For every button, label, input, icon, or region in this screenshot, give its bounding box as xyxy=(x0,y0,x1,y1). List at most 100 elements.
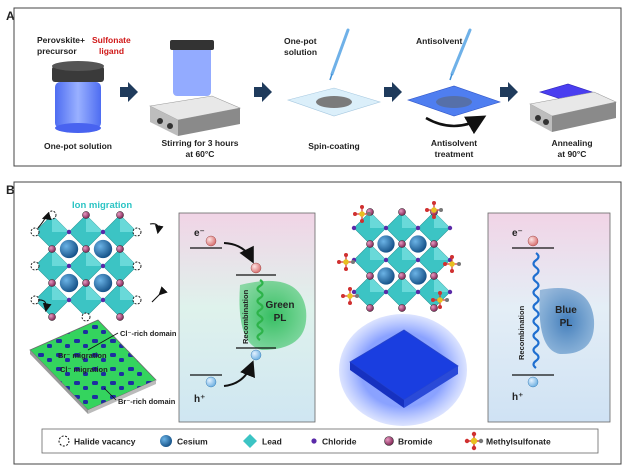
oxygen-atom xyxy=(450,269,454,273)
oxygen-atom xyxy=(450,255,454,259)
methyl-carbon xyxy=(439,208,443,212)
lead-octahedron-face xyxy=(402,212,418,228)
bromide-atom xyxy=(366,304,374,312)
bromide-atom xyxy=(366,272,374,280)
chloride-atom xyxy=(415,257,421,263)
methylsulfonate-icon xyxy=(464,431,484,451)
methyl-carbon xyxy=(351,260,355,264)
step-label: Annealing xyxy=(551,138,592,148)
oxygen-atom xyxy=(443,262,447,266)
leader-line xyxy=(103,387,117,401)
oxygen-atom xyxy=(360,219,364,223)
cl-rich-label: Cl⁻-rich domain xyxy=(120,329,177,338)
label-sulfonate: Sulfonate xyxy=(92,35,131,45)
cesium-atom xyxy=(409,267,427,285)
lead-octahedron-face xyxy=(370,212,386,228)
cesium-atom xyxy=(409,235,427,253)
methyl-carbon xyxy=(355,294,359,298)
bromide-atom xyxy=(366,240,374,248)
pipette-icon xyxy=(449,28,472,81)
legend-frame xyxy=(41,428,599,454)
step-label-sub: at 90°C xyxy=(558,149,587,159)
halide-vacancy-icon xyxy=(58,435,70,447)
cesium-atom xyxy=(93,239,113,259)
panel-a-frame xyxy=(13,7,622,167)
halide-vacancy xyxy=(30,261,40,271)
step-label: Stirring for 3 hours xyxy=(162,138,239,148)
sulfur-atom xyxy=(359,211,365,217)
bromide-atom xyxy=(48,245,56,253)
oxygen-atom xyxy=(344,253,348,257)
sulfur-atom xyxy=(437,297,443,303)
electron-label: e⁻ xyxy=(512,228,523,239)
bromide-atom xyxy=(82,211,90,219)
recombination-label: Recombination xyxy=(517,305,526,360)
lead-octahedron-face xyxy=(120,249,137,266)
lead-octahedron-face xyxy=(86,283,103,300)
legend-label: Lead xyxy=(262,437,282,447)
lead-octahedron-face xyxy=(434,244,450,260)
lead-octahedron-face xyxy=(52,283,69,300)
bromide-atom xyxy=(398,272,406,280)
domain-film-icon xyxy=(29,319,157,414)
oxygen-atom xyxy=(431,298,435,302)
sulfur-atom xyxy=(343,259,349,265)
br-rich-label: Br⁻-rich domain xyxy=(118,397,176,406)
sulfur-atom xyxy=(449,261,455,267)
legend-label: Chloride xyxy=(322,437,357,447)
sulfur-atom xyxy=(347,293,353,299)
bromide-atom xyxy=(82,245,90,253)
chloride-atom xyxy=(100,263,106,269)
blue-pl-label-2: PL xyxy=(560,318,573,329)
panel-b-letter: B xyxy=(6,183,15,197)
bromide-atom xyxy=(398,240,406,248)
legend-label: Cesium xyxy=(177,437,208,447)
blue-band-diagram xyxy=(487,212,611,423)
label-onepot-top-1: One-pot xyxy=(284,36,317,46)
br-migration-label: Br⁻ migration xyxy=(58,351,107,360)
lead-octahedron-face xyxy=(86,249,103,266)
hole-label: h⁺ xyxy=(512,392,523,403)
green-pl-label-2: PL xyxy=(274,313,287,324)
leader-line xyxy=(87,332,119,351)
methyl-carbon xyxy=(445,298,449,302)
bromide-atom xyxy=(398,304,406,312)
antisolvent-substrate-icon xyxy=(407,85,501,117)
label-perovskite: Perovskite xyxy=(37,35,80,45)
panel-b-frame xyxy=(13,181,622,465)
oxygen-atom xyxy=(360,205,364,209)
legend: Halide vacancy Cesium Lead Chloride Brom… xyxy=(41,428,599,454)
panel-a-letter: A xyxy=(6,9,15,23)
cesium-atom xyxy=(377,267,395,285)
chloride-atom xyxy=(66,297,72,303)
halide-vacancy xyxy=(81,312,91,322)
chloride-atom xyxy=(383,225,389,231)
oxygen-atom xyxy=(348,301,352,305)
bromide-atom xyxy=(430,304,438,312)
chloride-icon xyxy=(311,438,317,444)
process-arrow-icon xyxy=(120,82,138,102)
halide-vacancy xyxy=(30,295,40,305)
halide-vacancy xyxy=(30,227,40,237)
chloride-atom xyxy=(351,225,357,231)
migration-arrow xyxy=(151,286,168,303)
lead-octahedron-face xyxy=(370,244,386,260)
legend-label: Halide vacancy xyxy=(74,437,136,447)
lead-octahedron-face xyxy=(86,215,103,232)
green-band-diagram xyxy=(178,212,316,423)
bromide-atom xyxy=(430,272,438,280)
cesium-atom xyxy=(59,239,79,259)
legend-label: Methylsulfonate xyxy=(486,437,551,447)
cesium-atom xyxy=(59,273,79,293)
oxygen-atom xyxy=(348,287,352,291)
lead-octahedron-face xyxy=(434,212,450,228)
bromide-atom xyxy=(398,208,406,216)
bromide-icon xyxy=(384,436,394,446)
step-label-sub: treatment xyxy=(435,149,474,159)
cesium-atom xyxy=(93,273,113,293)
jar-icon xyxy=(52,61,104,133)
chloride-atom xyxy=(447,257,453,263)
perovskite-lattice-right xyxy=(337,201,461,312)
chloride-atom xyxy=(66,229,72,235)
sulfur-atom xyxy=(431,207,437,213)
